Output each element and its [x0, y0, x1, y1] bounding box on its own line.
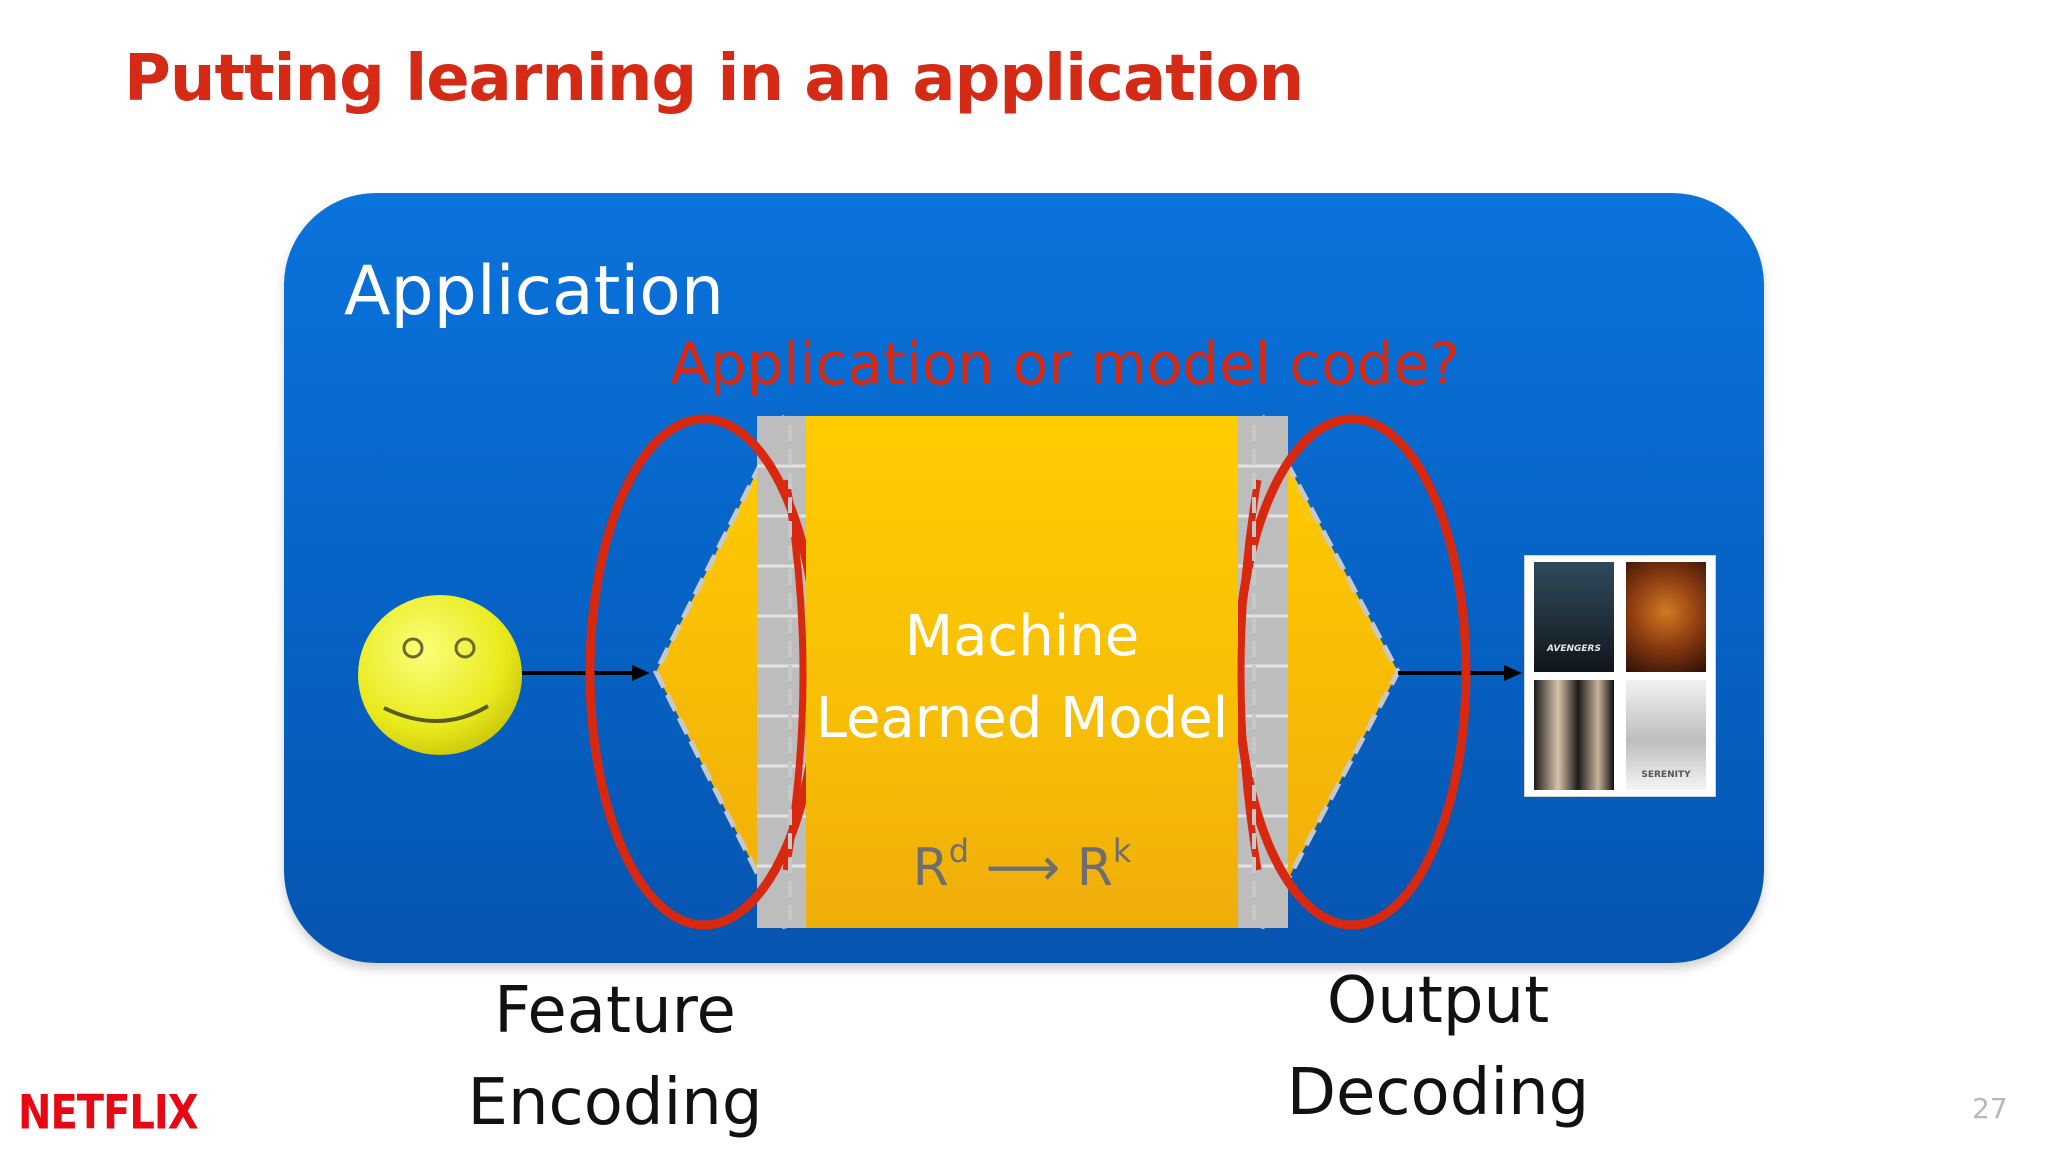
domain-base: R	[912, 838, 949, 898]
feature-encoding-wedge	[653, 414, 788, 930]
page-number: 27	[1972, 1092, 2008, 1125]
slide-title: Putting learning in an application	[124, 42, 1304, 116]
left-connector-strip	[757, 416, 807, 928]
model-label-line1: Machine	[904, 604, 1140, 669]
output-arrow	[1398, 665, 1522, 681]
poster-men-in-black	[1534, 680, 1614, 790]
application-or-model-question: Application or model code?	[670, 330, 1460, 398]
poster-avengers-text: AVENGERS	[1547, 644, 1601, 654]
codomain-exponent: k	[1112, 832, 1132, 870]
smiley-face-icon	[358, 595, 522, 755]
codomain-base: R	[1076, 838, 1113, 898]
feature-encoding-line2: Encoding	[467, 1066, 763, 1140]
feature-encoding-line1: Feature	[494, 974, 736, 1048]
domain-exponent: d	[948, 832, 970, 870]
model-label-line2: Learned Model	[815, 686, 1229, 751]
model-label: Machine Learned Model	[806, 596, 1238, 760]
mapping-arrow: ⟶	[985, 838, 1061, 898]
output-decoding-line1: Output	[1326, 964, 1550, 1038]
poster-serenity: SERENITY	[1626, 680, 1706, 790]
movie-posters-image: AVENGERS SERENITY	[1524, 555, 1716, 797]
output-decoding-line2: Decoding	[1286, 1056, 1590, 1130]
netflix-logo: NETFLIX	[18, 1086, 199, 1141]
application-label: Application	[344, 252, 724, 331]
poster-serenity-text: SERENITY	[1641, 770, 1691, 780]
poster-avengers: AVENGERS	[1534, 562, 1614, 672]
input-arrow	[522, 665, 650, 681]
model-mapping-formula: Rd ⟶ Rk	[806, 832, 1238, 898]
output-decoding-label: Output Decoding	[1228, 955, 1648, 1139]
poster-orange	[1626, 562, 1706, 672]
machine-learned-model-box	[806, 416, 1238, 928]
feature-encoding-label: Feature Encoding	[405, 965, 825, 1149]
